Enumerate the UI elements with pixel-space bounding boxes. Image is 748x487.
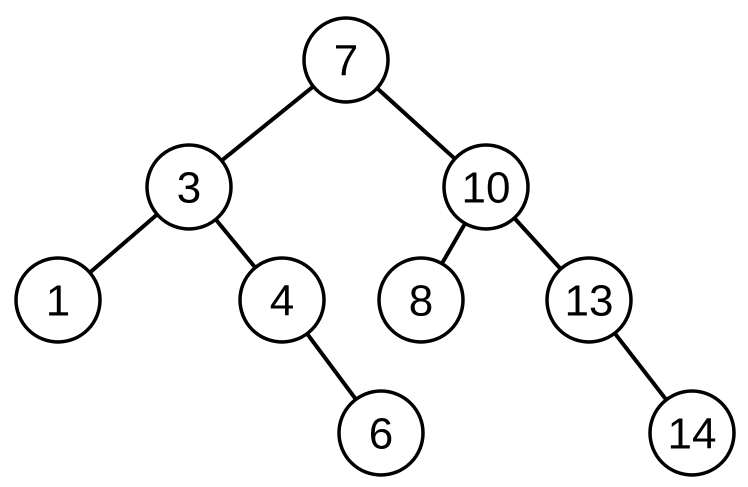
edge-7-10 <box>375 86 457 161</box>
node-circle <box>442 143 530 231</box>
tree-nodes: 7 3 10 1 4 8 13 6 <box>14 16 736 477</box>
node-circle <box>545 256 633 344</box>
node-circle <box>238 256 326 344</box>
tree-node-14: 14 <box>648 389 736 477</box>
tree-node-6: 6 <box>337 389 425 477</box>
edge-3-4 <box>213 217 258 270</box>
node-label: 3 <box>177 164 201 213</box>
tree-node-10: 10 <box>442 143 530 231</box>
node-label: 8 <box>409 277 433 326</box>
tree-node-3: 3 <box>145 143 233 231</box>
tree-node-7: 7 <box>302 16 390 104</box>
node-circle <box>337 389 425 477</box>
node-label: 1 <box>46 277 70 326</box>
node-label: 6 <box>369 410 393 459</box>
tree-node-1: 1 <box>14 256 102 344</box>
node-label: 10 <box>462 164 511 213</box>
edge-10-13 <box>512 216 563 271</box>
node-circle <box>648 389 736 477</box>
edge-13-14 <box>612 331 669 402</box>
node-circle <box>302 16 390 104</box>
tree-node-4: 4 <box>238 256 326 344</box>
tree-node-13: 13 <box>545 256 633 344</box>
edge-10-8 <box>439 221 468 266</box>
node-label: 4 <box>270 277 294 326</box>
node-circle <box>14 256 102 344</box>
tree-edges <box>87 84 669 402</box>
edge-3-1 <box>87 212 160 275</box>
node-circle <box>377 256 465 344</box>
node-label: 13 <box>565 277 614 326</box>
edge-4-6 <box>305 331 358 402</box>
node-label: 7 <box>334 37 358 86</box>
edge-7-3 <box>219 84 316 163</box>
tree-node-8: 8 <box>377 256 465 344</box>
node-label: 14 <box>668 410 717 459</box>
node-circle <box>145 143 233 231</box>
